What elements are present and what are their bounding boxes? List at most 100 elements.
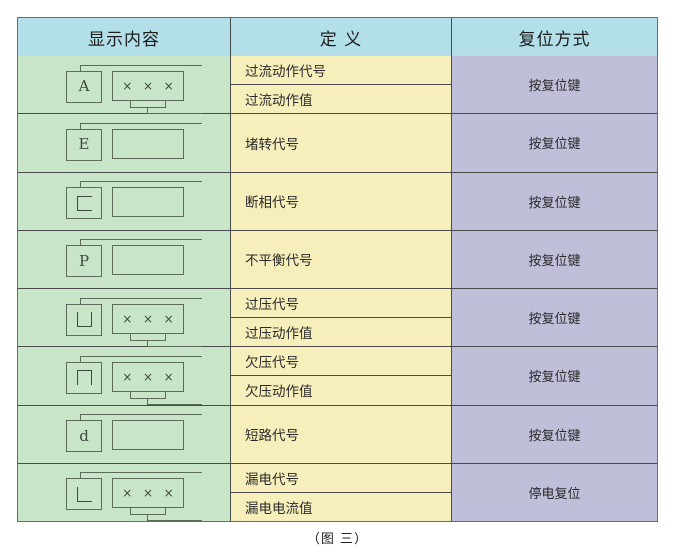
lead-line-top-icon bbox=[80, 472, 202, 480]
header-cell-definition: 定 义 bbox=[231, 18, 452, 56]
value-digit-mark: × bbox=[142, 369, 154, 384]
display-content-cell: E bbox=[18, 114, 231, 172]
display-symbol-box: E bbox=[66, 128, 102, 161]
symbol-glyph-icon bbox=[76, 195, 92, 211]
definition-text: 欠压代号 bbox=[245, 355, 299, 372]
display-content-cell: × × × bbox=[18, 347, 231, 405]
display-symbol-box: P bbox=[66, 245, 102, 278]
value-digit-mark: × bbox=[122, 369, 133, 384]
display-symbol-box bbox=[66, 478, 102, 511]
reset-method-cell: 停电复位 bbox=[452, 463, 657, 521]
table-row: × × × 过压代号过压动作值按复位键 bbox=[18, 288, 657, 347]
table-row: A×××过流动作代号过流动作值按复位键 bbox=[18, 56, 657, 114]
definition-text: 漏电电流值 bbox=[231, 491, 451, 521]
reset-method-cell: 按复位键 bbox=[452, 230, 657, 288]
lead-line-top-icon bbox=[80, 122, 202, 130]
definition-cell: 不平衡代号 bbox=[231, 230, 452, 288]
value-digit-mark: × bbox=[122, 486, 133, 501]
value-digit-mark: × bbox=[163, 311, 174, 326]
reset-method-cell: 按复位键 bbox=[452, 405, 657, 463]
table-header-row: 显示内容 定 义 复位方式 bbox=[18, 18, 657, 56]
lead-line-top-icon bbox=[80, 64, 202, 72]
reset-method-cell: 按复位键 bbox=[452, 289, 657, 347]
display-value-box: × × × bbox=[112, 303, 184, 334]
lead-line-top-icon bbox=[80, 239, 202, 247]
symbol-glyph-icon bbox=[76, 370, 92, 386]
lead-line-bottom-icon bbox=[147, 397, 202, 405]
display-content-cell: P bbox=[18, 230, 231, 288]
display-value-box: ××× bbox=[112, 478, 184, 509]
definition-text: 短路代号 bbox=[245, 428, 299, 445]
reset-method-cell: 按复位键 bbox=[452, 56, 657, 114]
lead-line-bottom-bracket-icon bbox=[130, 390, 166, 399]
definition-cell: 欠压代号欠压动作值 bbox=[231, 347, 452, 405]
display-symbol-box bbox=[66, 361, 102, 394]
reset-method-cell: 按复位键 bbox=[452, 172, 657, 230]
display-value-box bbox=[112, 245, 184, 276]
value-digit-mark: × bbox=[142, 311, 154, 326]
lcd-display-icon: P bbox=[44, 237, 204, 281]
definition-text: 过流动作代号 bbox=[245, 64, 326, 81]
definition-cell: 短路代号 bbox=[231, 405, 452, 463]
lcd-display-icon: × × × bbox=[44, 296, 204, 347]
header-cell-reset-method: 复位方式 bbox=[452, 18, 657, 56]
definition-text: 过压动作值 bbox=[231, 317, 451, 346]
display-value-box bbox=[112, 187, 184, 218]
definition-cell: 过压代号过压动作值 bbox=[231, 289, 452, 347]
lead-line-top-icon bbox=[80, 355, 202, 363]
display-value-box bbox=[112, 128, 184, 159]
display-symbol-box: A bbox=[66, 70, 102, 103]
definition-text: 过压代号 bbox=[245, 297, 299, 314]
table-row: × × × 欠压代号欠压动作值按复位键 bbox=[18, 346, 657, 405]
figure-caption: （图 三） bbox=[306, 532, 369, 547]
definition-text: 断相代号 bbox=[245, 195, 299, 212]
reset-method-cell: 按复位键 bbox=[452, 347, 657, 405]
definition-text: 堵转代号 bbox=[245, 136, 299, 153]
table-row: E 堵转代号 按复位键 bbox=[18, 113, 657, 172]
lead-line-bottom-bracket-icon bbox=[130, 99, 166, 108]
table-row: ×××漏电代号漏电电流值停电复位 bbox=[18, 462, 657, 522]
display-content-cell: d bbox=[18, 405, 231, 463]
lead-line-bottom-bracket-icon bbox=[130, 507, 166, 516]
lcd-display-icon: A××× bbox=[44, 63, 204, 114]
lead-line-top-icon bbox=[80, 181, 202, 189]
table-row: d 短路代号 按复位键 bbox=[18, 404, 657, 463]
display-symbol-box: d bbox=[66, 420, 102, 453]
definition-cell: 漏电代号漏电电流值 bbox=[231, 463, 452, 521]
value-digit-mark: × bbox=[142, 78, 154, 93]
reset-method-cell: 按复位键 bbox=[452, 114, 657, 172]
header-cell-display-content: 显示内容 bbox=[18, 18, 231, 56]
display-content-cell: ××× bbox=[18, 463, 231, 522]
definition-cell: 断相代号 bbox=[231, 172, 452, 230]
lead-line-bottom-icon bbox=[147, 339, 202, 347]
definition-text: 欠压动作值 bbox=[231, 375, 451, 404]
lead-line-bottom-icon bbox=[147, 514, 202, 522]
table-row: 断相代号 按复位键 bbox=[18, 171, 657, 230]
display-symbol-box bbox=[66, 187, 102, 220]
display-content-cell: A××× bbox=[18, 56, 231, 114]
display-value-box: ××× bbox=[112, 70, 184, 101]
lcd-display-icon: × × × bbox=[44, 354, 204, 405]
definition-text: 过流动作值 bbox=[231, 84, 451, 113]
lead-line-top-icon bbox=[80, 414, 202, 422]
value-digit-mark: × bbox=[163, 486, 174, 501]
display-content-cell: × × × bbox=[18, 289, 231, 347]
lead-line-bottom-icon bbox=[147, 106, 202, 114]
lcd-display-icon: d bbox=[44, 412, 204, 456]
value-digit-mark: × bbox=[122, 78, 133, 93]
value-digit-mark: × bbox=[163, 369, 174, 384]
symbol-glyph-icon bbox=[76, 312, 92, 328]
lcd-display-icon: ××× bbox=[44, 470, 204, 522]
symbol-glyph-icon bbox=[76, 486, 92, 502]
lead-line-top-icon bbox=[80, 297, 202, 305]
display-value-box: × × × bbox=[112, 361, 184, 392]
value-digit-mark: × bbox=[122, 311, 133, 326]
lcd-display-icon: E bbox=[44, 121, 204, 165]
table-row: P 不平衡代号 按复位键 bbox=[18, 229, 657, 288]
definition-cell: 堵转代号 bbox=[231, 114, 452, 172]
definition-text: 漏电代号 bbox=[245, 471, 299, 488]
definition-text: 不平衡代号 bbox=[245, 253, 313, 270]
